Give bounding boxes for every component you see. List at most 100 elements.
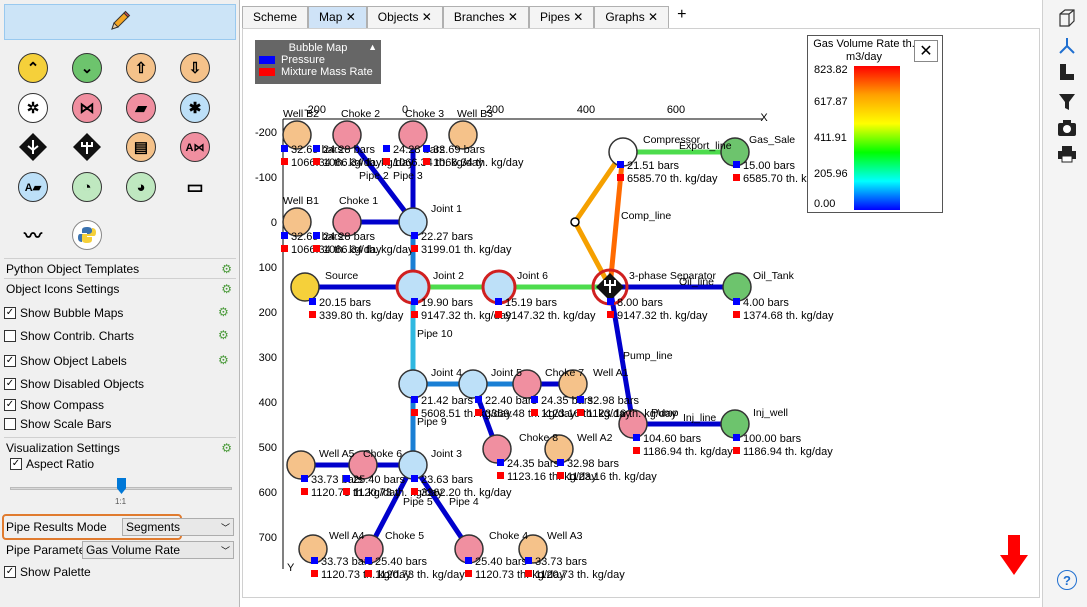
show-scale-bars-checkbox[interactable]: Show Scale Bars — [4, 415, 111, 433]
tab-pipes[interactable]: Pipes ✕ — [528, 6, 595, 28]
checkbox-icon[interactable]: ✓ — [4, 566, 16, 578]
show-disabled-objects-checkbox[interactable]: ✓Show Disabled Objects — [4, 375, 144, 393]
tab-scheme[interactable]: Scheme — [242, 6, 309, 28]
pipe-segment-tool-icon[interactable]: ▭ — [186, 176, 204, 197]
splitter-tool-icon[interactable] — [72, 132, 102, 162]
pressure-value: 21.51 bars — [627, 160, 679, 172]
pressure-marker — [365, 557, 372, 564]
separator-tool-icon[interactable] — [18, 132, 48, 162]
edit-pencil-button[interactable] — [4, 4, 236, 40]
close-palette-button[interactable]: ✕ — [914, 40, 938, 62]
select-value: Gas Volume Rate — [86, 543, 181, 557]
visualization-settings-section[interactable]: Visualization Settings⚙ — [4, 437, 236, 457]
joint-tool-icon[interactable]: ✱ — [180, 93, 210, 123]
chevron-down-icon: ﹀ — [220, 522, 230, 533]
show-contrib-charts-checkbox[interactable]: Show Contrib. Charts — [4, 327, 134, 345]
help-icon[interactable]: ? — [1057, 570, 1077, 590]
show-compass-checkbox[interactable]: ✓Show Compass — [4, 396, 104, 414]
junction-node[interactable] — [570, 217, 580, 227]
choke-2-icon[interactable] — [332, 120, 362, 150]
gas-volume-rate-palette[interactable]: Gas Volume Rate th. m3/day ✕ 823.82 617.… — [807, 35, 943, 213]
choke-6-icon[interactable] — [348, 450, 378, 480]
fan-tool-icon[interactable]: ✲ — [18, 93, 48, 123]
show-palette-checkbox[interactable]: ✓Show Palette — [4, 563, 91, 581]
filter-icon[interactable] — [1057, 92, 1077, 112]
well-tool-icon[interactable]: ⇧ — [126, 53, 156, 83]
pump-tool-icon[interactable]: ▰ — [126, 93, 156, 123]
pipe-5-line[interactable] — [366, 462, 416, 552]
well-b3-icon[interactable] — [448, 120, 478, 150]
gauge-tool-icon[interactable]: ◔ — [72, 172, 102, 202]
object-icons-settings-section[interactable]: Object Icons Settings⚙ — [4, 278, 236, 298]
pressure-value: 25.40 bars — [475, 556, 527, 568]
gear-icon[interactable]: ⚙ — [221, 440, 232, 455]
y-tick: 600 — [259, 487, 277, 499]
node-label: Choke 1 — [339, 195, 378, 207]
tab-branches[interactable]: Branches ✕ — [442, 6, 529, 28]
well-b1-icon[interactable] — [282, 207, 312, 237]
gauge-alarm-tool-icon[interactable]: ◕ — [126, 172, 156, 202]
axes-icon[interactable] — [1057, 36, 1077, 56]
camera-icon[interactable] — [1057, 118, 1077, 138]
pipe-icon[interactable] — [1057, 62, 1077, 82]
well-b2-icon[interactable] — [282, 120, 312, 150]
well-a1-icon[interactable] — [558, 369, 588, 399]
sink-tool-icon[interactable]: ⌄ — [72, 53, 102, 83]
gear-icon[interactable]: ⚙ — [221, 261, 232, 276]
checkbox-icon[interactable]: ✓ — [4, 307, 16, 319]
checkbox-icon[interactable]: ✓ — [4, 399, 16, 411]
gear-icon[interactable]: ⚙ — [218, 305, 229, 319]
mass-rate-marker — [309, 311, 316, 318]
pipe-parameter-select[interactable]: Gas Volume Rate﹀ — [82, 541, 234, 559]
python-templates-section[interactable]: Python Object Templates⚙ — [4, 258, 236, 278]
tab-map[interactable]: Map ✕ — [308, 6, 367, 28]
tab-graphs[interactable]: Graphs ✕ — [594, 6, 670, 28]
source-icon[interactable] — [290, 272, 320, 302]
pipe-results-mode-select[interactable]: Segments﹀ — [122, 518, 234, 536]
add-tab-button[interactable]: + — [677, 6, 687, 23]
printer-icon[interactable] — [1057, 144, 1077, 164]
checkbox-icon[interactable] — [4, 330, 16, 342]
chart-line-tool-icon[interactable]: 〰 — [24, 226, 42, 246]
choke-tool-icon[interactable]: ⋈ — [72, 93, 102, 123]
pipe-4-line[interactable] — [410, 462, 472, 552]
mass-rate-value: 9147.32 th. kg/day — [421, 310, 512, 322]
source-tool-icon[interactable]: ⌃ — [18, 53, 48, 83]
aspect-ratio-slider[interactable]: 1:1 — [10, 478, 232, 508]
pipe-2-line[interactable] — [344, 132, 416, 225]
mass-rate-marker — [343, 488, 350, 495]
checkbox-icon[interactable] — [4, 418, 16, 430]
gear-icon[interactable]: ⚙ — [218, 328, 229, 342]
aspect-ratio-checkbox[interactable]: ✓Aspect Ratio — [10, 455, 94, 473]
choke-3-icon[interactable] — [398, 120, 428, 150]
bubble-map-legend[interactable]: Bubble Map Pressure Mixture Mass Rate ▲ — [255, 40, 381, 84]
comp-line-a[interactable] — [572, 219, 613, 290]
mass-rate-marker — [411, 245, 418, 252]
gear-icon[interactable]: ⚙ — [218, 353, 229, 367]
slider-thumb[interactable] — [117, 478, 126, 494]
show-bubble-maps-checkbox[interactable]: ✓Show Bubble Maps — [4, 304, 123, 322]
injection-well-tool-icon[interactable]: ⇩ — [180, 53, 210, 83]
3d-box-icon[interactable] — [1057, 8, 1077, 28]
pressure-marker — [311, 557, 318, 564]
pump-line[interactable] — [607, 284, 636, 427]
checkbox-icon[interactable]: ✓ — [10, 458, 22, 470]
python-tool-icon[interactable] — [72, 220, 102, 250]
checkbox-icon[interactable]: ✓ — [4, 378, 16, 390]
choke-1-icon[interactable] — [332, 207, 362, 237]
red-down-arrow-icon[interactable] — [1000, 535, 1028, 575]
joint-4-icon[interactable] — [398, 369, 428, 399]
choke-7-icon[interactable] — [512, 369, 542, 399]
show-object-labels-checkbox[interactable]: ✓Show Object Labels — [4, 352, 127, 370]
collapse-triangle-icon[interactable]: ▲ — [368, 42, 377, 52]
gear-icon[interactable]: ⚙ — [221, 281, 232, 296]
map-view[interactable]: Bubble Map Pressure Mixture Mass Rate ▲ … — [242, 28, 1040, 598]
checkbox-icon[interactable]: ✓ — [4, 355, 16, 367]
joint-5-icon[interactable] — [458, 369, 488, 399]
auto-choke-tool-icon[interactable]: A⋈ — [180, 132, 210, 162]
well-a3-icon[interactable] — [518, 534, 548, 564]
pressure-marker — [733, 434, 740, 441]
document-tool-icon[interactable]: ▤ — [126, 132, 156, 162]
tab-objects[interactable]: Objects ✕ — [366, 6, 443, 28]
auto-pump-tool-icon[interactable]: A▰ — [18, 172, 48, 202]
